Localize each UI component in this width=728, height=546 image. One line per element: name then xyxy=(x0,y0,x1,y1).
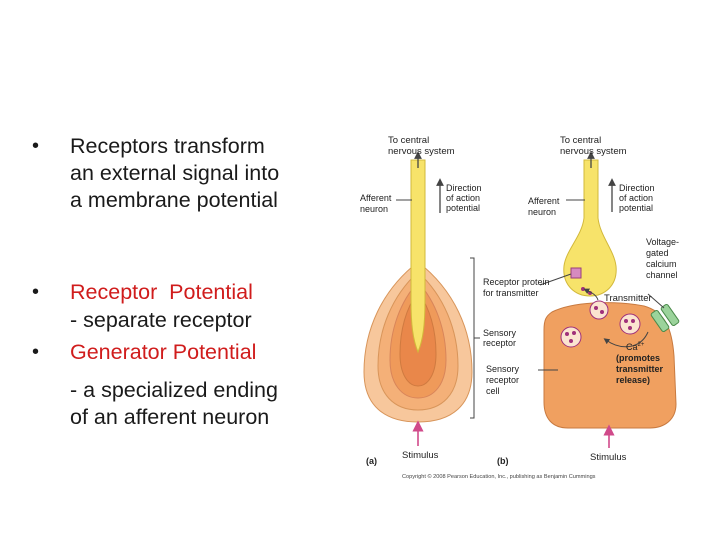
panel-label: (b) xyxy=(497,456,509,466)
voltage-channel-label: Voltage- xyxy=(646,237,679,247)
transmitter-dot xyxy=(581,287,585,291)
receptor-protein-label: Receptor protein xyxy=(483,277,550,287)
bullet-line: Receptors transform xyxy=(70,134,265,158)
receptor-protein xyxy=(570,267,582,279)
panel-label: (a) xyxy=(366,456,377,466)
calcium-label: Ca2+ xyxy=(626,342,645,352)
direction-label: Direction xyxy=(446,183,482,193)
sensory-receptor-label: receptor xyxy=(483,338,516,348)
direction-label: potential xyxy=(446,203,480,213)
transmitter-dot xyxy=(594,306,598,310)
bullet-sub: - separate receptor xyxy=(70,308,252,332)
vesicle xyxy=(589,300,609,320)
sensory-cell-label: cell xyxy=(486,386,500,396)
bullet-line: a membrane potential xyxy=(70,188,278,212)
direction-label: potential xyxy=(619,203,653,213)
afferent-neuron-label: neuron xyxy=(360,204,388,214)
afferent-neuron-terminal xyxy=(563,159,617,297)
transmitter-dot xyxy=(565,332,569,336)
to-cns-label: nervous system xyxy=(560,146,627,157)
voltage-channel-label: calcium xyxy=(646,259,677,269)
leader-line xyxy=(539,273,572,286)
copyright-notice: Copyright © 2008 Pearson Education, Inc.… xyxy=(402,473,596,480)
direction-label: Direction xyxy=(619,183,655,193)
panel-b: To central nervous system Afferent neuro… xyxy=(483,135,680,466)
calcium-charge: 2+ xyxy=(638,342,645,348)
sensory-cell-label: Sensory xyxy=(486,364,520,374)
to-cns-label: To central xyxy=(388,135,429,146)
vesicle xyxy=(560,326,582,348)
bullet-heading: Generator Potential xyxy=(70,340,257,364)
release-arrow-icon xyxy=(583,288,599,301)
afferent-neuron-label: Afferent xyxy=(528,196,560,206)
to-cns-label: To central xyxy=(560,135,601,146)
calcium-symbol: Ca xyxy=(626,342,638,352)
direction-label: of action xyxy=(619,193,653,203)
calcium-arrow-icon xyxy=(603,331,649,348)
bullet-line: an external signal into xyxy=(70,161,280,185)
panel-a: To central nervous system Afferent neuro… xyxy=(360,135,517,466)
transmitter-dot xyxy=(631,319,635,323)
sensory-receptor-bracket xyxy=(470,257,480,419)
afferent-neuron-axon xyxy=(410,159,426,354)
direction-label: of action xyxy=(446,193,480,203)
bullet-sub: of an afferent neuron xyxy=(70,405,270,429)
to-cns-label: nervous system xyxy=(388,146,455,157)
bullet-dot-icon: • xyxy=(32,135,40,157)
promotes-label: transmitter xyxy=(616,364,664,374)
transmitter-dot xyxy=(624,319,628,323)
transmitter-dot xyxy=(628,326,632,330)
afferent-neuron-label: neuron xyxy=(528,207,556,217)
bullet-sub: - a specialized ending xyxy=(70,378,278,402)
leader-line xyxy=(647,293,665,309)
voltage-channel-label: gated xyxy=(646,248,669,258)
voltage-channel-label: channel xyxy=(646,270,678,280)
stimulus-label: Stimulus xyxy=(402,450,439,461)
bullet-heading: Receptor Potential xyxy=(70,280,253,304)
afferent-neuron-label: Afferent xyxy=(360,193,392,203)
sensory-cell-label: receptor xyxy=(486,375,519,385)
bullet-dot-icon: • xyxy=(32,281,40,303)
transmitter-dot xyxy=(600,310,604,314)
transmitter-dot xyxy=(569,339,573,343)
transmitter-label: Transmitter xyxy=(604,293,652,304)
sensory-receptor-label: Sensory xyxy=(483,328,517,338)
promotes-label: (promotes xyxy=(616,353,660,363)
calcium-channel-icon xyxy=(650,303,680,333)
bullet-dot-icon: • xyxy=(32,341,40,363)
transmitter-dot xyxy=(572,331,576,335)
stimulus-label: Stimulus xyxy=(590,452,627,463)
vesicle xyxy=(619,313,641,335)
receptor-protein-label: for transmitter xyxy=(483,288,539,298)
promotes-label: release) xyxy=(616,375,650,385)
